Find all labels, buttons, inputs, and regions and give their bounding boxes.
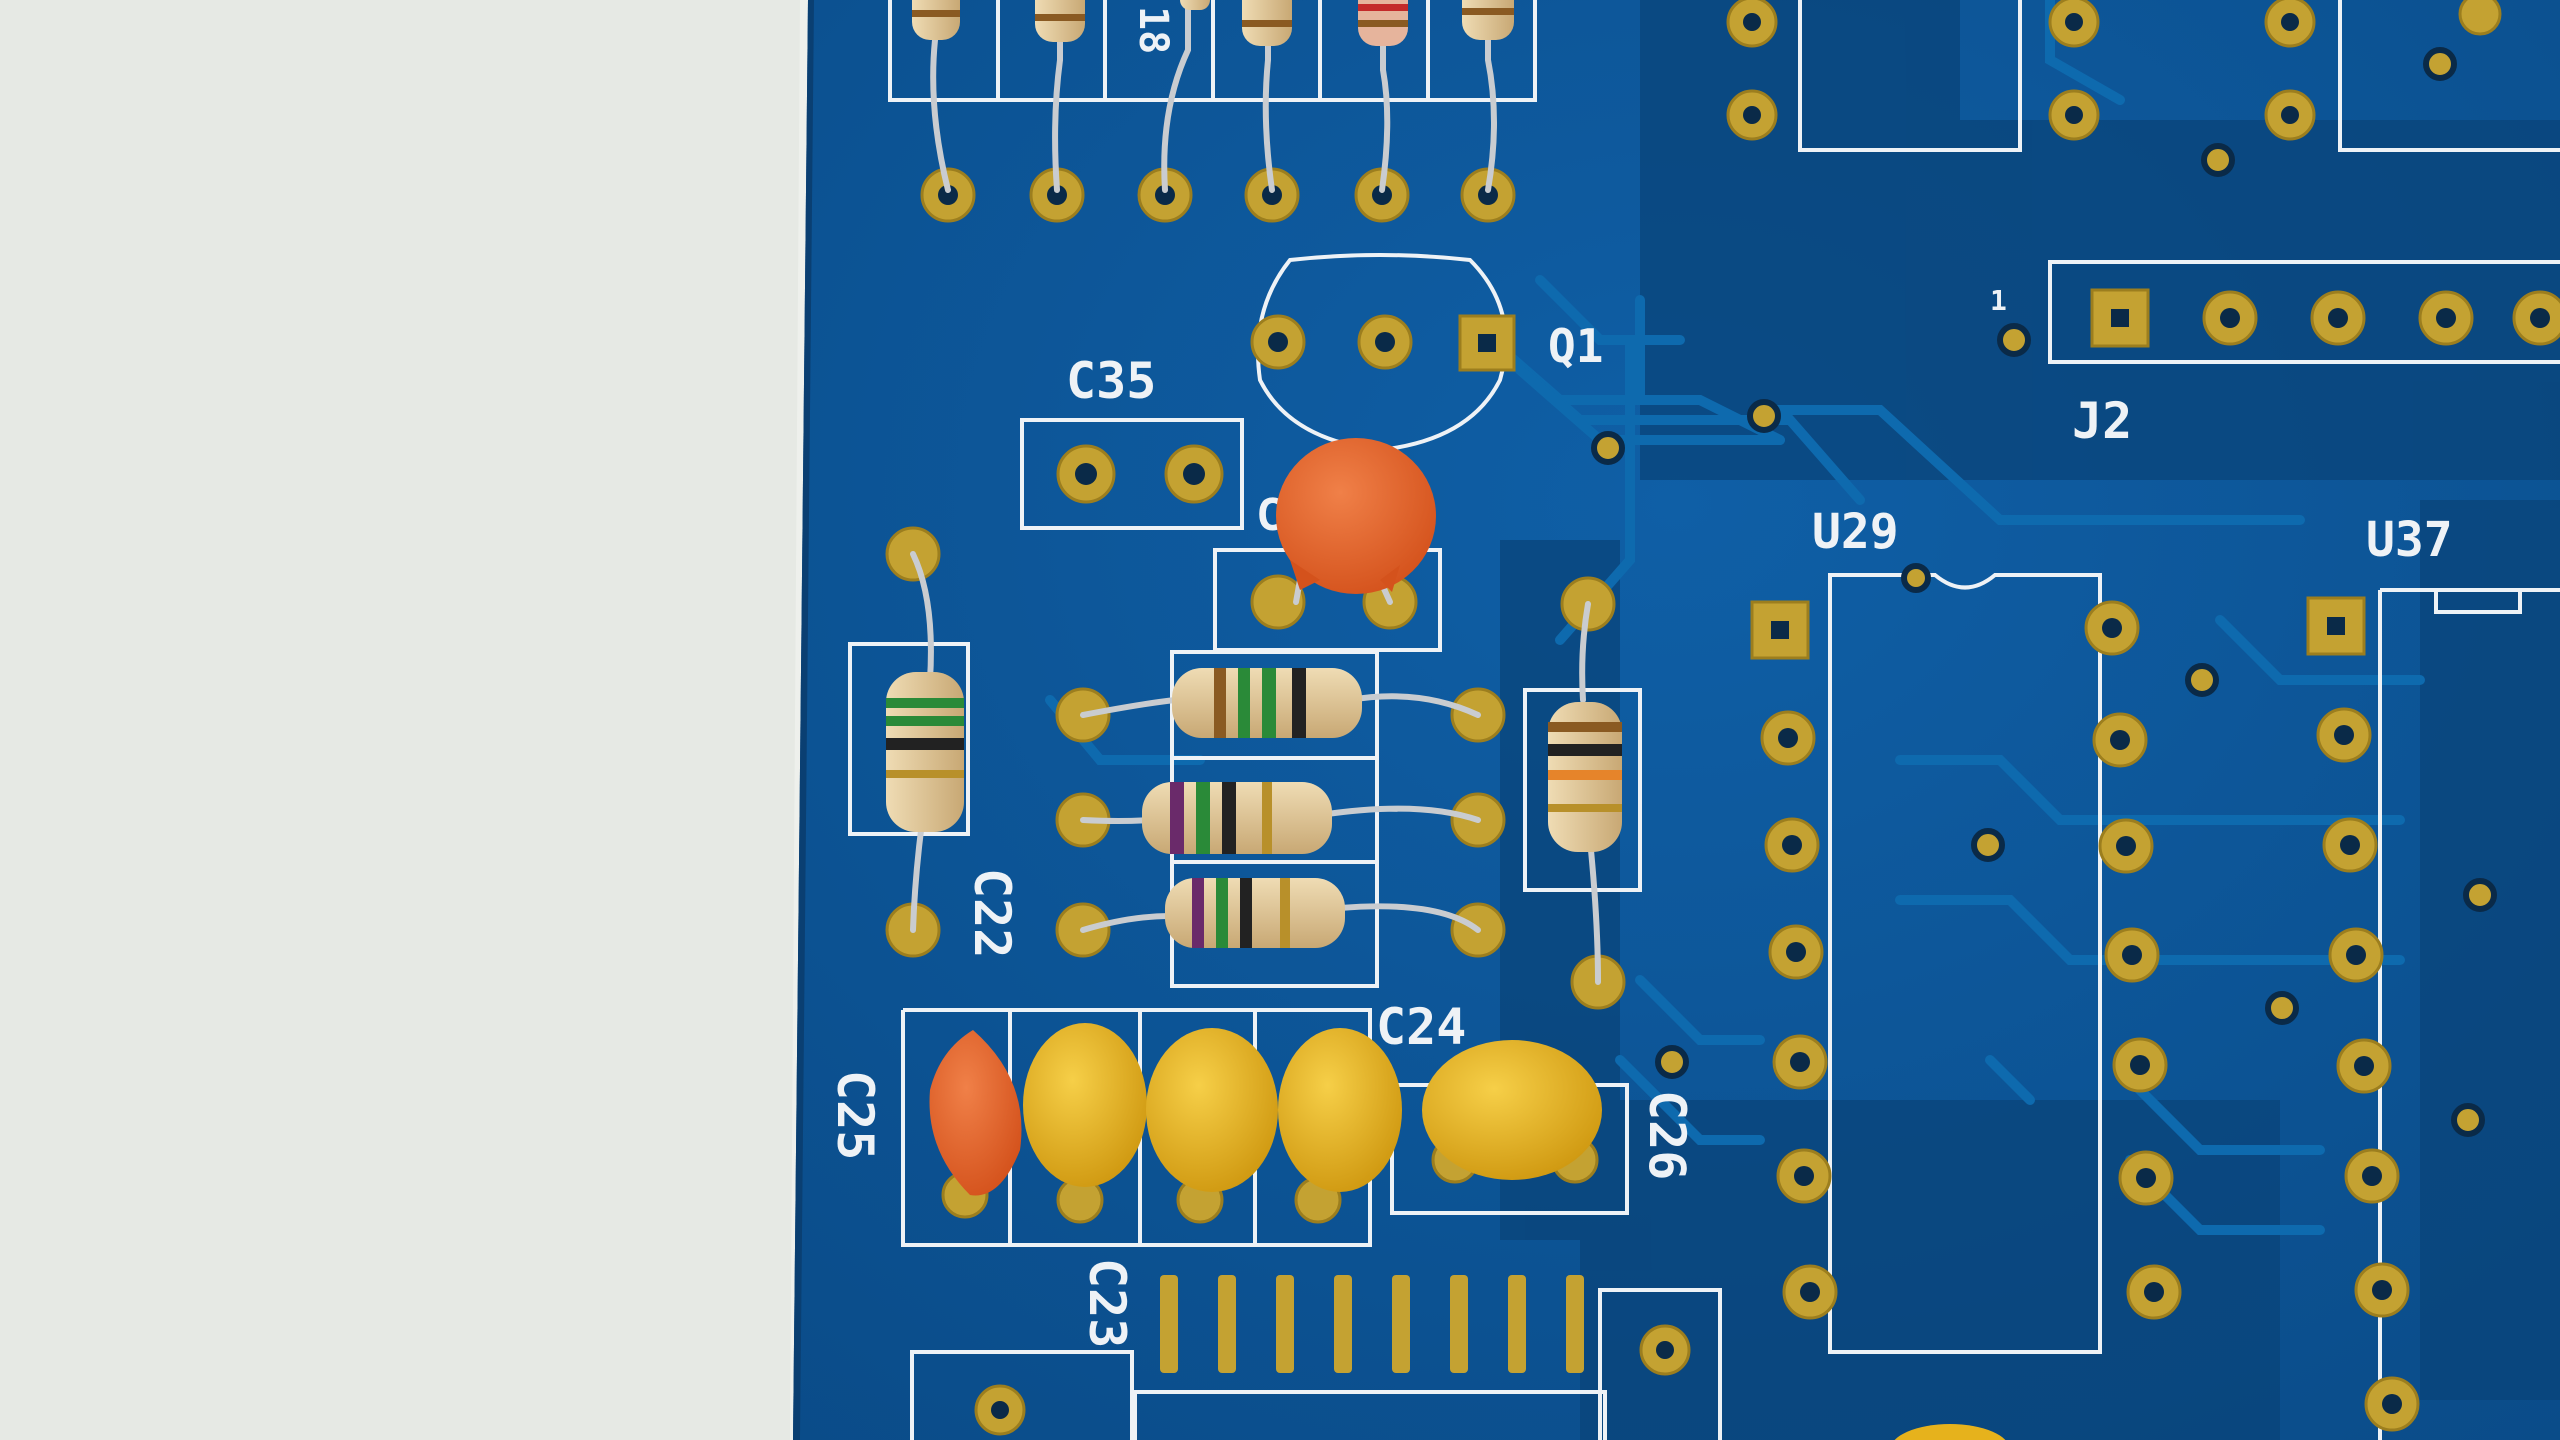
label-c24: C24 [1376,998,1466,1056]
orange-cap-top [1276,438,1436,594]
pads-round [885,0,2560,1436]
label-u29: U29 [1812,504,1899,560]
label-c22: C22 [963,868,1021,958]
label-j2-pin1: 1 [1990,284,2007,317]
label-c26: C26 [1638,1090,1696,1180]
label-u37: U37 [2366,512,2453,568]
label-q1: Q1 [1548,319,1603,373]
resistor-left-vertical [886,672,964,832]
ceramic-capacitors-row [929,1023,2006,1440]
label-c35: C35 [1066,352,1156,410]
board-edge [793,0,814,1440]
resistor-middle-1 [1172,668,1362,738]
resistor-right-vertical [1548,702,1622,852]
resistor-middle-3 [1165,878,1345,948]
silkscreen-labels: Q1 C35 J2 1 U29 U37 C24 C C22 C25 C26 C2… [826,6,2453,1348]
silkscreen-outlines [848,0,2560,1440]
label-c23: C23 [1078,1258,1136,1348]
label-c25: C25 [826,1070,884,1160]
smd-footprint [1160,1275,1584,1373]
paper-shadow [0,0,800,1440]
resistors-top [912,0,1514,46]
label-j2: J2 [2072,392,2132,450]
drill-holes [938,13,2550,1419]
resistor-middle-2 [1142,782,1332,854]
label-r-partial: 18 [1130,6,1176,54]
vias [1591,47,2497,1137]
